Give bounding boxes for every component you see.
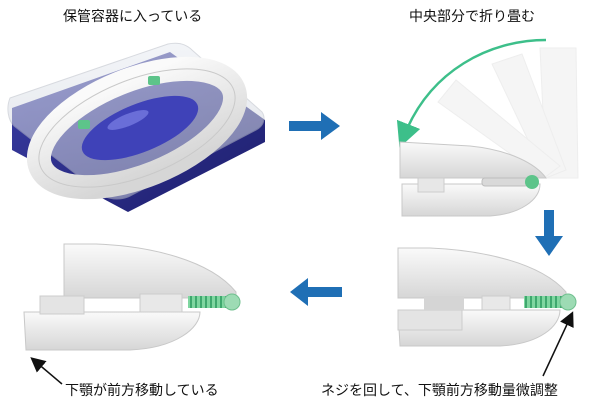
pointer-arrow-lower-jaw <box>30 357 63 385</box>
hinge-knob-icon <box>525 175 539 189</box>
caption-stored-in-case: 保管容器に入っている <box>63 9 203 25</box>
folding-device <box>396 38 579 217</box>
adjustment-spring <box>188 296 228 308</box>
caption-jaw-advanced: 下顎が前方移動している <box>65 383 219 399</box>
adjustment-spring <box>524 296 564 308</box>
caption-screw-adjustment: ネジを回して、下顎前方移動量微調整 <box>321 383 558 399</box>
step-arrow-left <box>290 278 342 306</box>
storage-case <box>7 42 265 212</box>
assembled-device-left <box>23 243 241 385</box>
assembled-device-right <box>397 247 577 377</box>
green-connector-icon <box>78 120 90 129</box>
green-connector-icon <box>148 76 160 85</box>
pointer-arrow-screw <box>542 311 574 377</box>
step-arrow-right <box>289 112 340 140</box>
fold-direction-arrow <box>396 38 547 148</box>
caption-fold-at-center: 中央部分で折り畳む <box>409 9 535 25</box>
step-arrow-down <box>535 210 563 256</box>
